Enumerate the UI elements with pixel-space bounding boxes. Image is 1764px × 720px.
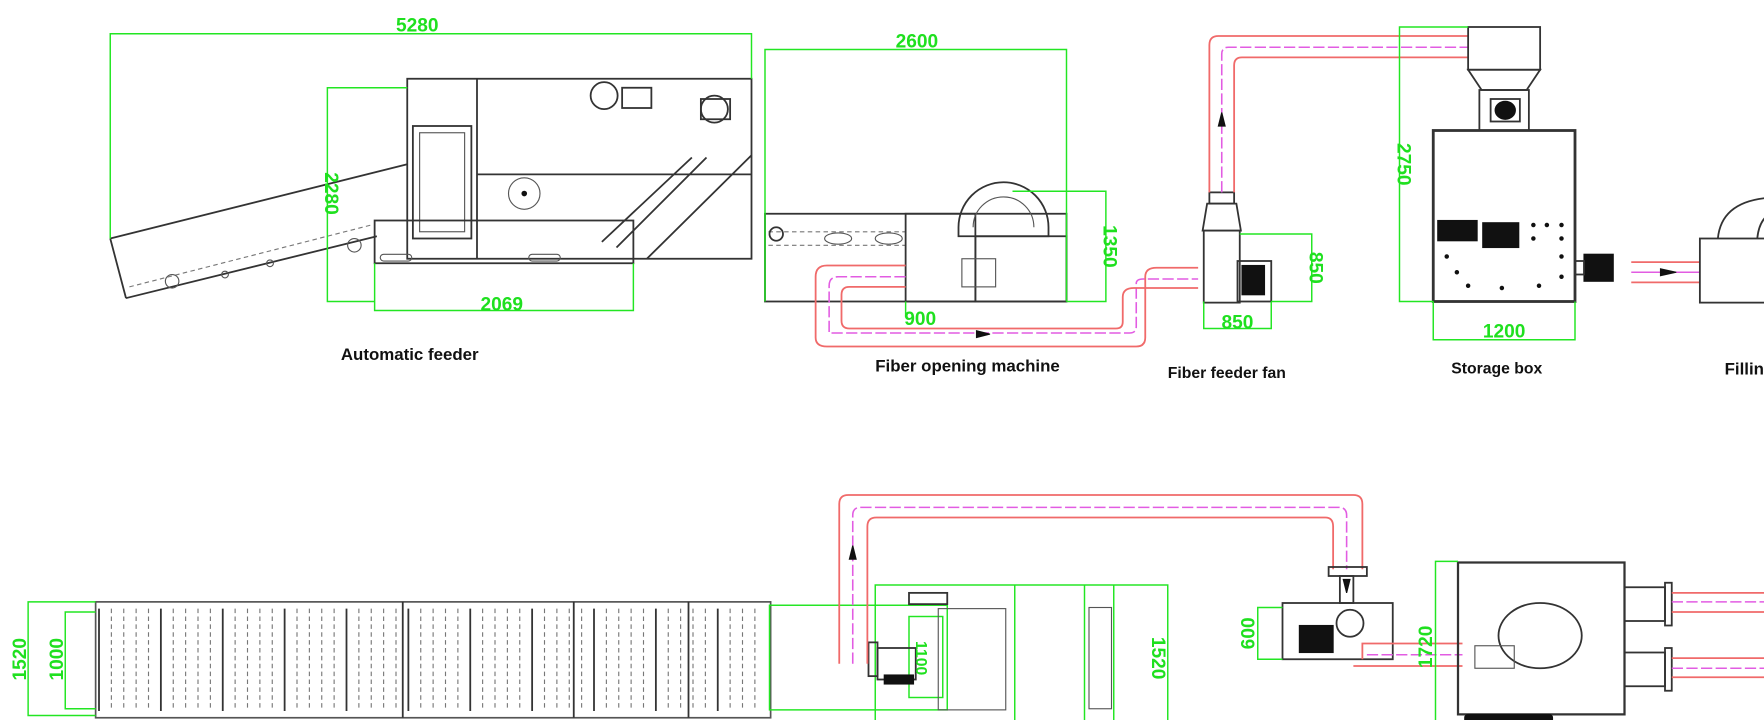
label-side-storage-box: Storage box bbox=[1451, 361, 1542, 378]
dim-top-opener-inner-width: 1100 bbox=[912, 641, 929, 675]
top-pipe-fan-to-storage bbox=[1353, 642, 1463, 667]
fan-motor-icon bbox=[1298, 624, 1334, 654]
label-side-fiber-feeder-fan: Fiber feeder fan bbox=[1168, 365, 1286, 382]
side-pipe-fan-to-storage bbox=[1208, 35, 1469, 193]
side-automatic-feeder: 5280 2280 2069 Automatic feeder bbox=[109, 16, 753, 364]
side-view: 5280 2280 2069 Automatic feeder 2600 135… bbox=[109, 16, 1764, 382]
side-fiber-feeder-fan: 850 850 Fiber feeder fan bbox=[1168, 191, 1326, 382]
flow-arrow-icon bbox=[1659, 268, 1677, 277]
top-fiber-opening-machine: 1100 1520 900 Fiber opening machine bbox=[768, 584, 1169, 720]
storage-fan-icon bbox=[1494, 100, 1516, 120]
label-side-filling-machine: Filling machine bbox=[1725, 360, 1764, 379]
flow-arrow-icon bbox=[975, 330, 991, 339]
dim-feeder-base-length: 2069 bbox=[480, 295, 523, 316]
dim-storage-height: 2750 bbox=[1392, 143, 1413, 186]
dim-top-feeder-overall-width: 1520 bbox=[10, 638, 31, 681]
feeder-slats bbox=[98, 601, 756, 718]
top-automatic-feeder: 1520 1000 Automatic feeder bbox=[10, 601, 772, 719]
top-pipe-opener-to-fan bbox=[838, 494, 1364, 664]
dim-fan-height: 850 bbox=[1305, 252, 1326, 284]
conveyor-rollers bbox=[164, 237, 362, 289]
storage-motor-icon bbox=[1464, 713, 1554, 720]
dim-top-feeder-belt-width: 1000 bbox=[47, 638, 68, 681]
label-side-fiber-opening-machine: Fiber opening machine bbox=[875, 356, 1060, 375]
flow-arrow-icon bbox=[1217, 112, 1226, 127]
top-view: 1520 1000 Automatic feeder 1100 1520 900… bbox=[10, 494, 1764, 720]
dim-feeder-overall-length: 5280 bbox=[396, 16, 439, 37]
top-storage-box: 1720 Storage box bbox=[1416, 560, 1626, 720]
dim-top-storage-width: 1720 bbox=[1416, 626, 1437, 669]
top-filling-machines: 1200 850 1200 850 Filling machine bbox=[1623, 581, 1764, 692]
side-pipe-opener-to-fan bbox=[814, 264, 1199, 348]
side-fiber-opening-machine: 2600 1350 900 Fiber opening machine bbox=[764, 31, 1120, 375]
dim-top-fan-width: 600 bbox=[1238, 617, 1259, 649]
outlet-motor-icon bbox=[1583, 253, 1614, 282]
dim-storage-width: 1200 bbox=[1483, 322, 1526, 343]
fan-motor-icon bbox=[1241, 264, 1266, 296]
top-fiber-feeder-fan: 600 Fiber feeder fan bbox=[1238, 566, 1394, 661]
dim-opener-base-length: 900 bbox=[904, 309, 936, 330]
dim-opener-height: 1350 bbox=[1099, 225, 1120, 268]
dim-feeder-height: 2280 bbox=[320, 172, 341, 215]
label-side-automatic-feeder: Automatic feeder bbox=[341, 345, 479, 364]
storage-rivets bbox=[1444, 222, 1564, 291]
flow-arrow-icon bbox=[848, 545, 857, 560]
dim-opener-overall-length: 2600 bbox=[896, 31, 939, 52]
dim-fan-width: 850 bbox=[1222, 313, 1254, 334]
dim-top-opener-overall-width: 1520 bbox=[1147, 637, 1168, 680]
flow-arrow-icon bbox=[1342, 578, 1351, 594]
side-filling-machine: Filling machine bbox=[1631, 197, 1764, 379]
side-storage-box: 2750 1200 Storage box bbox=[1392, 26, 1614, 378]
storage-motor-icon bbox=[1437, 219, 1478, 242]
